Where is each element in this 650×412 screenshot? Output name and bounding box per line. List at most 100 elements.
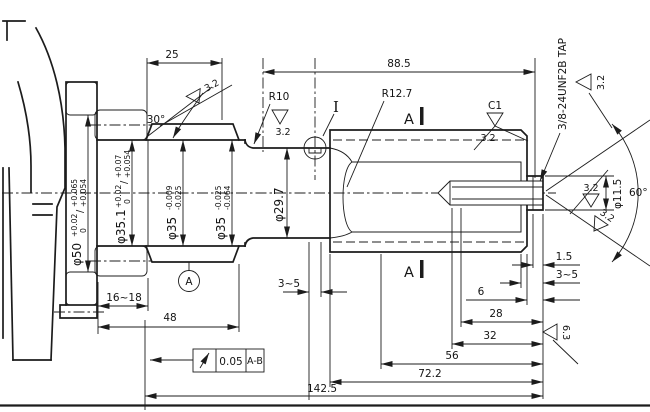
phi50-t1u: +0.02 <box>70 214 79 237</box>
detail-i-leader <box>322 113 335 137</box>
drill-point-fill <box>438 181 450 205</box>
label-phi35a: φ35 -0.009 -0.025 <box>165 185 183 240</box>
pocket-hatch <box>342 161 522 233</box>
finish-63-label: 6.3 <box>560 325 571 340</box>
label-phi50: φ50 +0.02 0 / +0.065 +0.054 <box>70 179 88 266</box>
finish-triangle-60-icon <box>593 214 609 232</box>
finish-triangle-63-icon <box>542 323 558 341</box>
phi35_1-t1u: +0.02 <box>114 185 123 208</box>
finish-mark-60: 3.2 <box>593 207 616 232</box>
dim-32-text: 32 <box>483 330 496 342</box>
finish-63-leader <box>552 339 579 365</box>
flange-phi50 <box>59 81 98 319</box>
web-notch <box>2 20 26 41</box>
phi35_1-t2d: +0.054 <box>123 150 132 178</box>
finish-triangle-c1-icon <box>486 112 504 127</box>
gdt-datums-text: A-B <box>247 356 263 367</box>
section-a-top-text: A <box>404 112 414 128</box>
runout-symbol-icon <box>199 352 210 369</box>
dim-88_5-text: 88.5 <box>387 58 410 70</box>
thread-text: 3/8-24UNF2B TAP <box>557 38 569 130</box>
phi50-t2u: +0.065 <box>70 179 79 207</box>
finish-thread-text: 3.2 <box>596 75 607 90</box>
detail-circle <box>303 136 327 160</box>
phi50-text: φ50 <box>70 243 84 266</box>
angle-arc-60 <box>611 123 639 263</box>
key-top <box>144 123 241 142</box>
label-phi29_7: φ29.7 <box>272 187 286 222</box>
dim-3_5R-text: 3~5 <box>556 269 578 281</box>
dim-25-text: 25 <box>165 49 178 61</box>
finish-phi11-text: 3.2 <box>583 183 598 194</box>
pocket-entry-curves <box>329 147 353 239</box>
dim-56-text: 56 <box>445 350 459 362</box>
cone-line-upper <box>545 119 650 192</box>
dim-48-text: 48 <box>163 312 176 324</box>
finish-30-leader <box>159 84 233 127</box>
tapped-hole-outline <box>437 180 543 206</box>
c1-leader <box>473 125 529 151</box>
phi35_1-text: φ35.1 <box>114 209 128 244</box>
flange-pad-bottom <box>65 271 98 306</box>
dim-16_18-text: 16~18 <box>106 292 142 304</box>
web-slant-edge <box>8 167 14 361</box>
finish-thread-leader <box>588 92 613 129</box>
length-dimensions: 25 88.5 16~18 48 3~5 1.5 3~5 6 <box>97 49 580 410</box>
bearing-top <box>94 109 148 141</box>
left-view <box>2 20 66 361</box>
phi35b-text: φ35 <box>214 217 228 240</box>
finish-triangle-phi11-icon <box>582 193 600 208</box>
web-inner-curve <box>16 80 32 193</box>
gdt-value-text: 0.05 <box>219 356 242 368</box>
c1-text: C1 <box>488 100 502 112</box>
section-bar-top <box>420 107 424 125</box>
r12_7-leader <box>346 100 385 188</box>
finish-mark-30: 3.2 <box>185 78 221 104</box>
datum-a-text: A <box>185 276 193 288</box>
web-outer-curve <box>34 26 66 361</box>
finish-r10-text: 3.2 <box>275 127 290 138</box>
angle-arc-30 <box>172 92 204 139</box>
finish-triangle-r10-icon <box>271 109 289 125</box>
flange-pad-top <box>65 81 98 116</box>
phi50-t2d: +0.054 <box>79 179 88 207</box>
relief-groove <box>308 148 322 154</box>
phi50-sep: / <box>75 209 86 213</box>
bearing-bottom <box>94 245 148 277</box>
gdt-frame <box>192 348 265 373</box>
r12_7-text: R12.7 <box>382 88 413 100</box>
dim-28-text: 28 <box>489 308 502 320</box>
label-phi11_5: φ11.5 <box>612 179 624 209</box>
finish-c1-text: 3.2 <box>480 133 495 144</box>
section-bar-bottom <box>420 260 424 278</box>
flange-lug <box>59 304 98 319</box>
key-bottom <box>144 244 241 263</box>
hole-fill <box>450 181 543 205</box>
phi29_7-text: φ29.7 <box>272 187 286 222</box>
phi35_1-sep: / <box>119 180 130 184</box>
step-fillet-top <box>244 139 331 149</box>
phi11_5-text: φ11.5 <box>612 179 624 209</box>
finish-thread-label: 3.2 <box>596 75 607 90</box>
dim-1_5-text: 1.5 <box>556 251 573 263</box>
phi50-t1d: 0 <box>79 228 88 233</box>
angle-30-text: 30° <box>147 114 166 126</box>
r10-text: R10 <box>269 91 290 103</box>
finish-triangle-icon <box>185 87 201 104</box>
label-phi35b: φ35 -0.025 -0.064 <box>214 185 232 240</box>
cone-line-lower <box>545 194 650 267</box>
annotations: 30° 3.2 R10 3.2 R12.7 I A A C1 3.2 3/8-2… <box>147 38 648 373</box>
phi35b-t1u: -0.025 <box>214 185 223 210</box>
section-a-body <box>329 119 650 267</box>
phi35a-text: φ35 <box>165 217 179 240</box>
step-fillet-bottom <box>244 237 331 247</box>
r10-leader <box>253 103 271 145</box>
centerlines <box>2 58 556 313</box>
dim-6-text: 6 <box>478 286 485 298</box>
diameter-dimensions: φ50 +0.02 0 / +0.065 +0.054 φ35.1 +0.02 … <box>70 115 624 272</box>
thread-callout: 3/8-24UNF2B TAP <box>557 38 569 130</box>
datum-circle <box>178 270 200 292</box>
finish-63-text: 6.3 <box>560 325 571 340</box>
